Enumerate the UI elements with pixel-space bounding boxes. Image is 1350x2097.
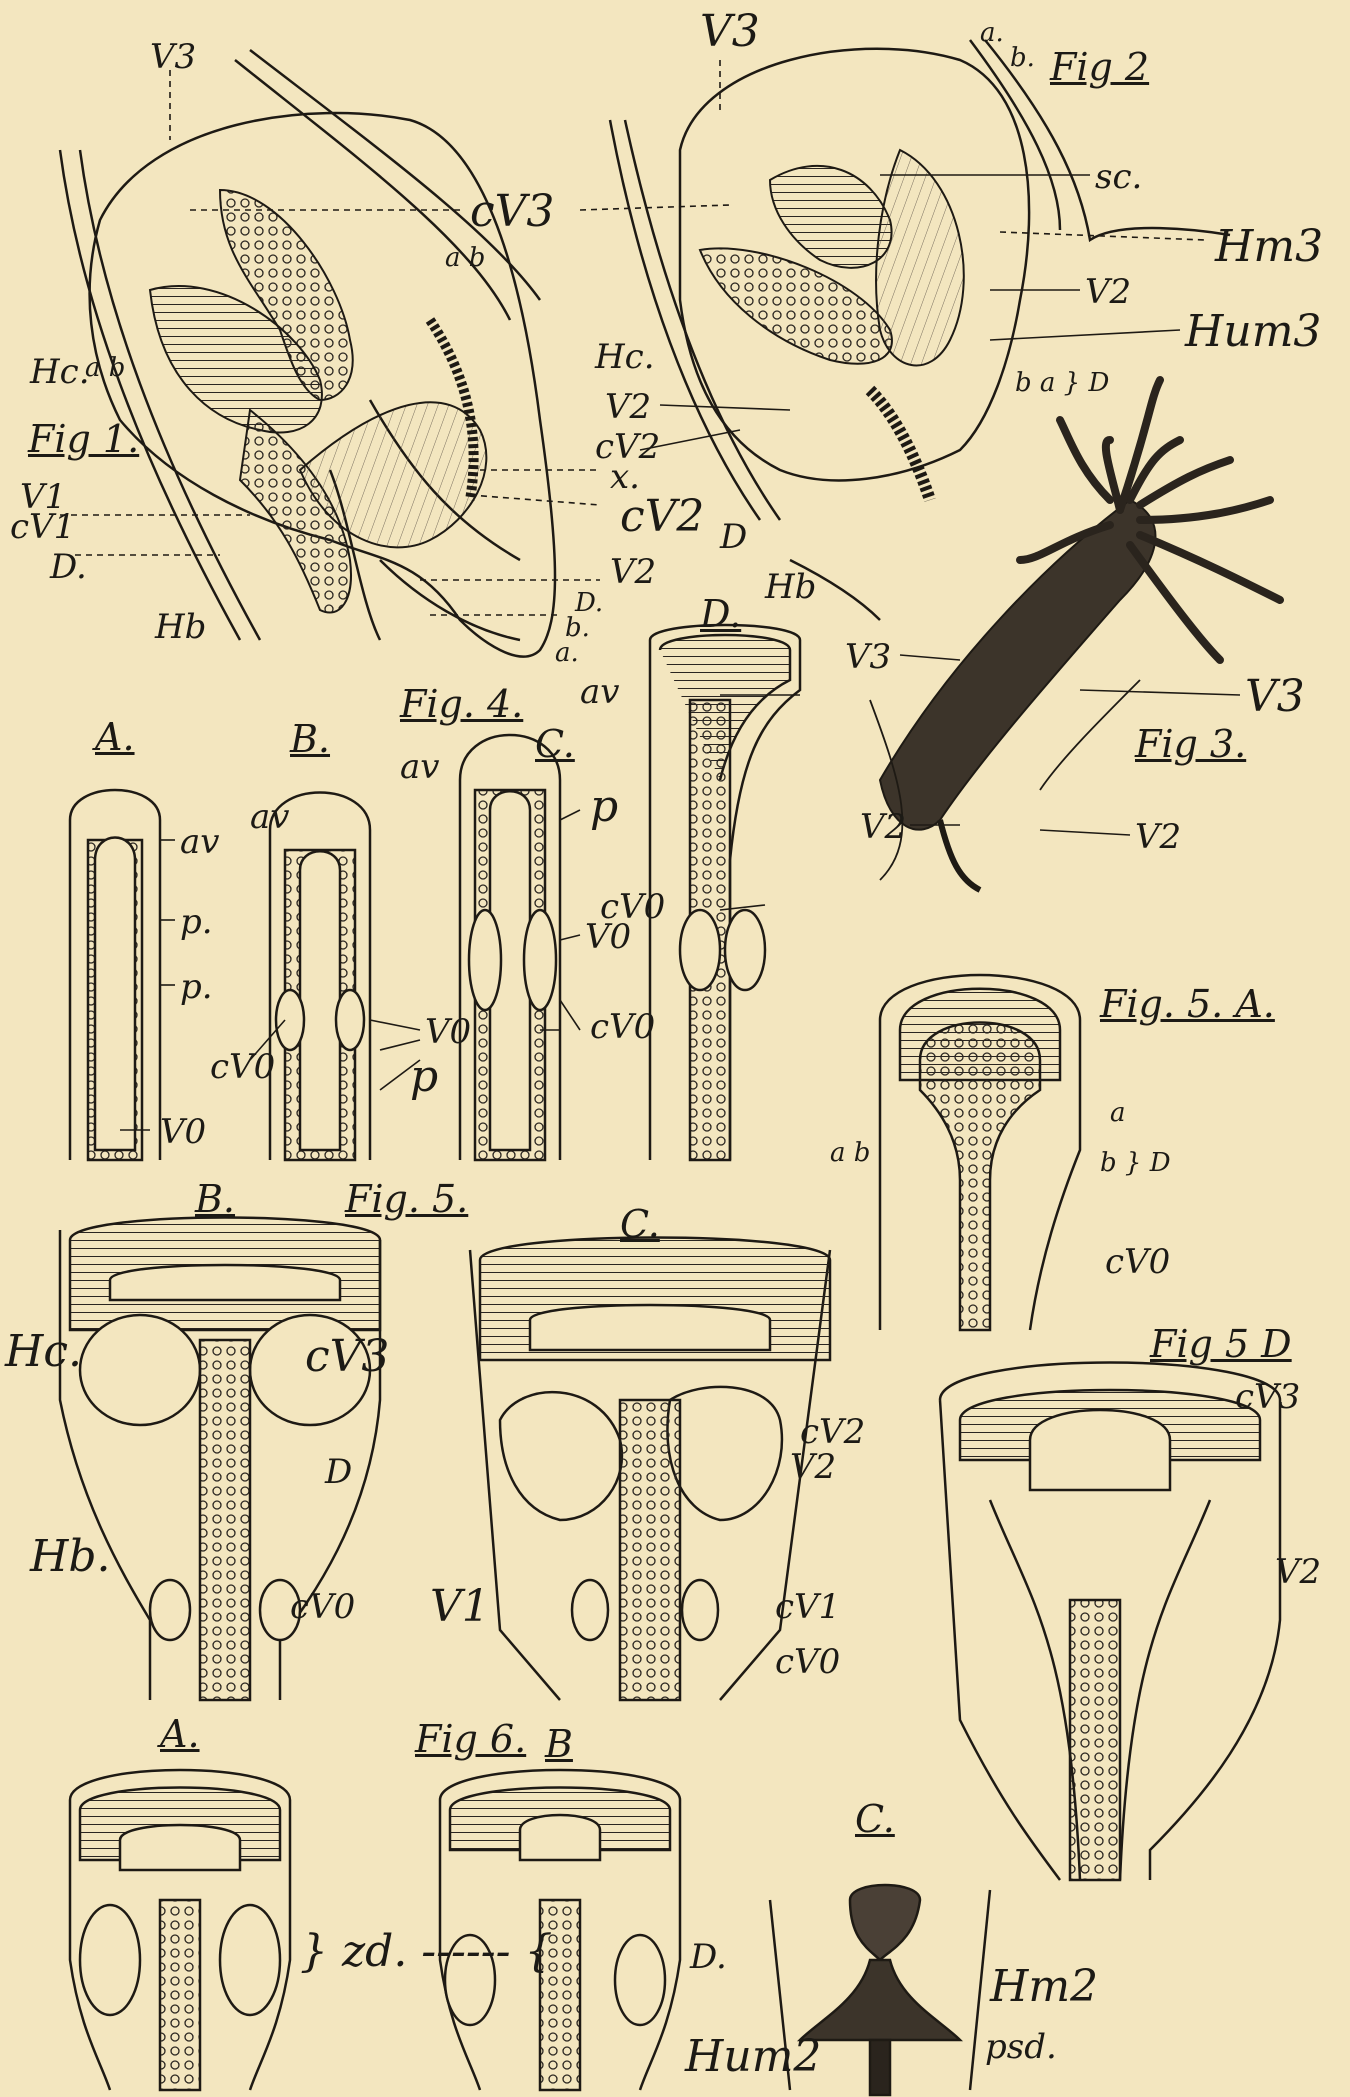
label-f1-a: a. — [555, 640, 579, 666]
label-f4-cv0b: cV0 — [590, 1010, 655, 1044]
label-f6-hm2: Hm2 — [990, 1965, 1098, 2009]
label-f2-hc: Hc. — [595, 340, 655, 374]
fig3-hydranth — [870, 380, 1280, 890]
label-f4-cv0c: cV0 — [600, 890, 665, 924]
label-f3-v3a: V3 — [845, 640, 891, 674]
label-f1-v3: V3 — [150, 40, 196, 74]
label-f4-p3: p — [410, 1055, 438, 1099]
label-f1-v2: V2 — [610, 555, 656, 589]
label-f5-cv3: cV3 — [305, 1335, 389, 1379]
label-f6-d: D. — [690, 1940, 727, 1974]
label-f2-cv2: cV2 — [595, 430, 660, 464]
label-f5-d: D — [325, 1455, 352, 1489]
fig2-epithelium — [700, 150, 964, 500]
fig4-panel-A: A. — [95, 718, 135, 756]
label-f2-b: b. — [1010, 45, 1035, 71]
label-f5D-v2: V2 — [1275, 1555, 1321, 1589]
label-f2-baD: b a } D — [1015, 370, 1109, 396]
fig4-panel-D: D. — [700, 595, 741, 633]
label-f5C-cv0: cV0 — [775, 1645, 840, 1679]
label-f2-hb: Hb — [765, 570, 816, 604]
label-f2-d: D — [720, 520, 747, 554]
label-f4-av3: av — [400, 750, 439, 784]
fig5A-title: Fig. 5. A. — [1100, 985, 1275, 1023]
label-f5A-cv0: cV0 — [1105, 1245, 1170, 1279]
label-f2-a: a. — [980, 20, 1004, 46]
label-f3-v2a: V2 — [860, 810, 906, 844]
fig6-panel-A: A. — [160, 1715, 200, 1753]
fig4-panel-B: B. — [290, 720, 330, 758]
label-f2-v2b: V2 — [605, 390, 651, 424]
label-f2-sc: sc. — [1095, 160, 1142, 194]
label-f2-v2: V2 — [1085, 275, 1131, 309]
label-f4-av2: av — [250, 800, 289, 834]
fig3-title: Fig 3. — [1135, 725, 1246, 763]
label-f4-cv0a: cV0 — [210, 1050, 275, 1084]
label-f3-v3b: V3 — [1245, 675, 1305, 719]
fig5-panel-C: C. — [620, 1205, 660, 1243]
fig5-panel-B: B. — [195, 1180, 235, 1218]
fig2-title: Fig 2 — [1050, 48, 1149, 86]
label-f5-cv0: cV0 — [290, 1590, 355, 1624]
label-f5D-cv3: cV3 — [1235, 1380, 1300, 1414]
label-f5A-ab: a b — [830, 1140, 870, 1166]
label-f5-hb: Hb. — [30, 1535, 111, 1579]
label-f5A-bD: b } D — [1100, 1150, 1171, 1176]
fig5D-title: Fig 5 D — [1150, 1325, 1292, 1363]
label-f4-p2: p. — [180, 970, 213, 1004]
label-f6-psd: psd. — [985, 2030, 1057, 2064]
label-f1-ab: a b — [445, 245, 485, 271]
label-f2-v3: V3 — [700, 10, 760, 54]
fig4-title: Fig. 4. — [400, 685, 523, 723]
fig5-title: Fig. 5. — [345, 1180, 468, 1218]
label-f5A-a: a — [1110, 1100, 1126, 1126]
label-f5C-v1: V1 — [430, 1585, 490, 1629]
label-f4-p1: p. — [180, 905, 213, 939]
label-f1-cv1: cV1 — [10, 510, 75, 544]
label-f6-hum2: Hum2 — [685, 2035, 821, 2079]
label-f1-cv2: cV2 — [620, 495, 704, 539]
label-f4-av1: av — [180, 825, 219, 859]
label-f4-v0b: V0 — [425, 1015, 471, 1049]
label-f1-cv3: cV3 — [470, 190, 554, 234]
fig5D-section — [940, 1363, 1280, 1881]
fig6A-section — [70, 1770, 290, 2090]
fig5A-section — [880, 975, 1080, 1330]
fig6-panel-C: C. — [855, 1800, 895, 1838]
label-f4-av4: av — [580, 675, 619, 709]
fig4-panel-C: C. — [535, 725, 575, 763]
label-f1-d: D. — [50, 550, 87, 584]
label-f3-v2b: V2 — [1135, 820, 1181, 854]
label-f1-hb: Hb — [155, 610, 206, 644]
label-f2-hum3: Hum3 — [1185, 310, 1321, 354]
label-f6-zd: } zd. ------ { — [300, 1930, 552, 1974]
fig1-epithelium — [150, 190, 486, 613]
fig1-title: Fig 1. — [28, 420, 139, 458]
label-f4-p4: p — [590, 785, 618, 829]
fig6-panel-B: B — [545, 1725, 573, 1763]
label-f1-hc: Hc. — [30, 355, 90, 389]
fig6-title: Fig 6. — [415, 1720, 526, 1758]
label-f5C-cv2: cV2 — [800, 1415, 865, 1449]
label-f1-ab2: a b — [85, 355, 125, 381]
label-f5-hc: Hc. — [5, 1330, 82, 1374]
label-f2-hm3: Hm3 — [1215, 225, 1323, 269]
label-f5C-cv1: cV1 — [775, 1590, 840, 1624]
fig5C-section — [470, 1238, 830, 1701]
label-f4-v0a: V0 — [160, 1115, 206, 1149]
label-f5C-v2: V2 — [790, 1450, 836, 1484]
